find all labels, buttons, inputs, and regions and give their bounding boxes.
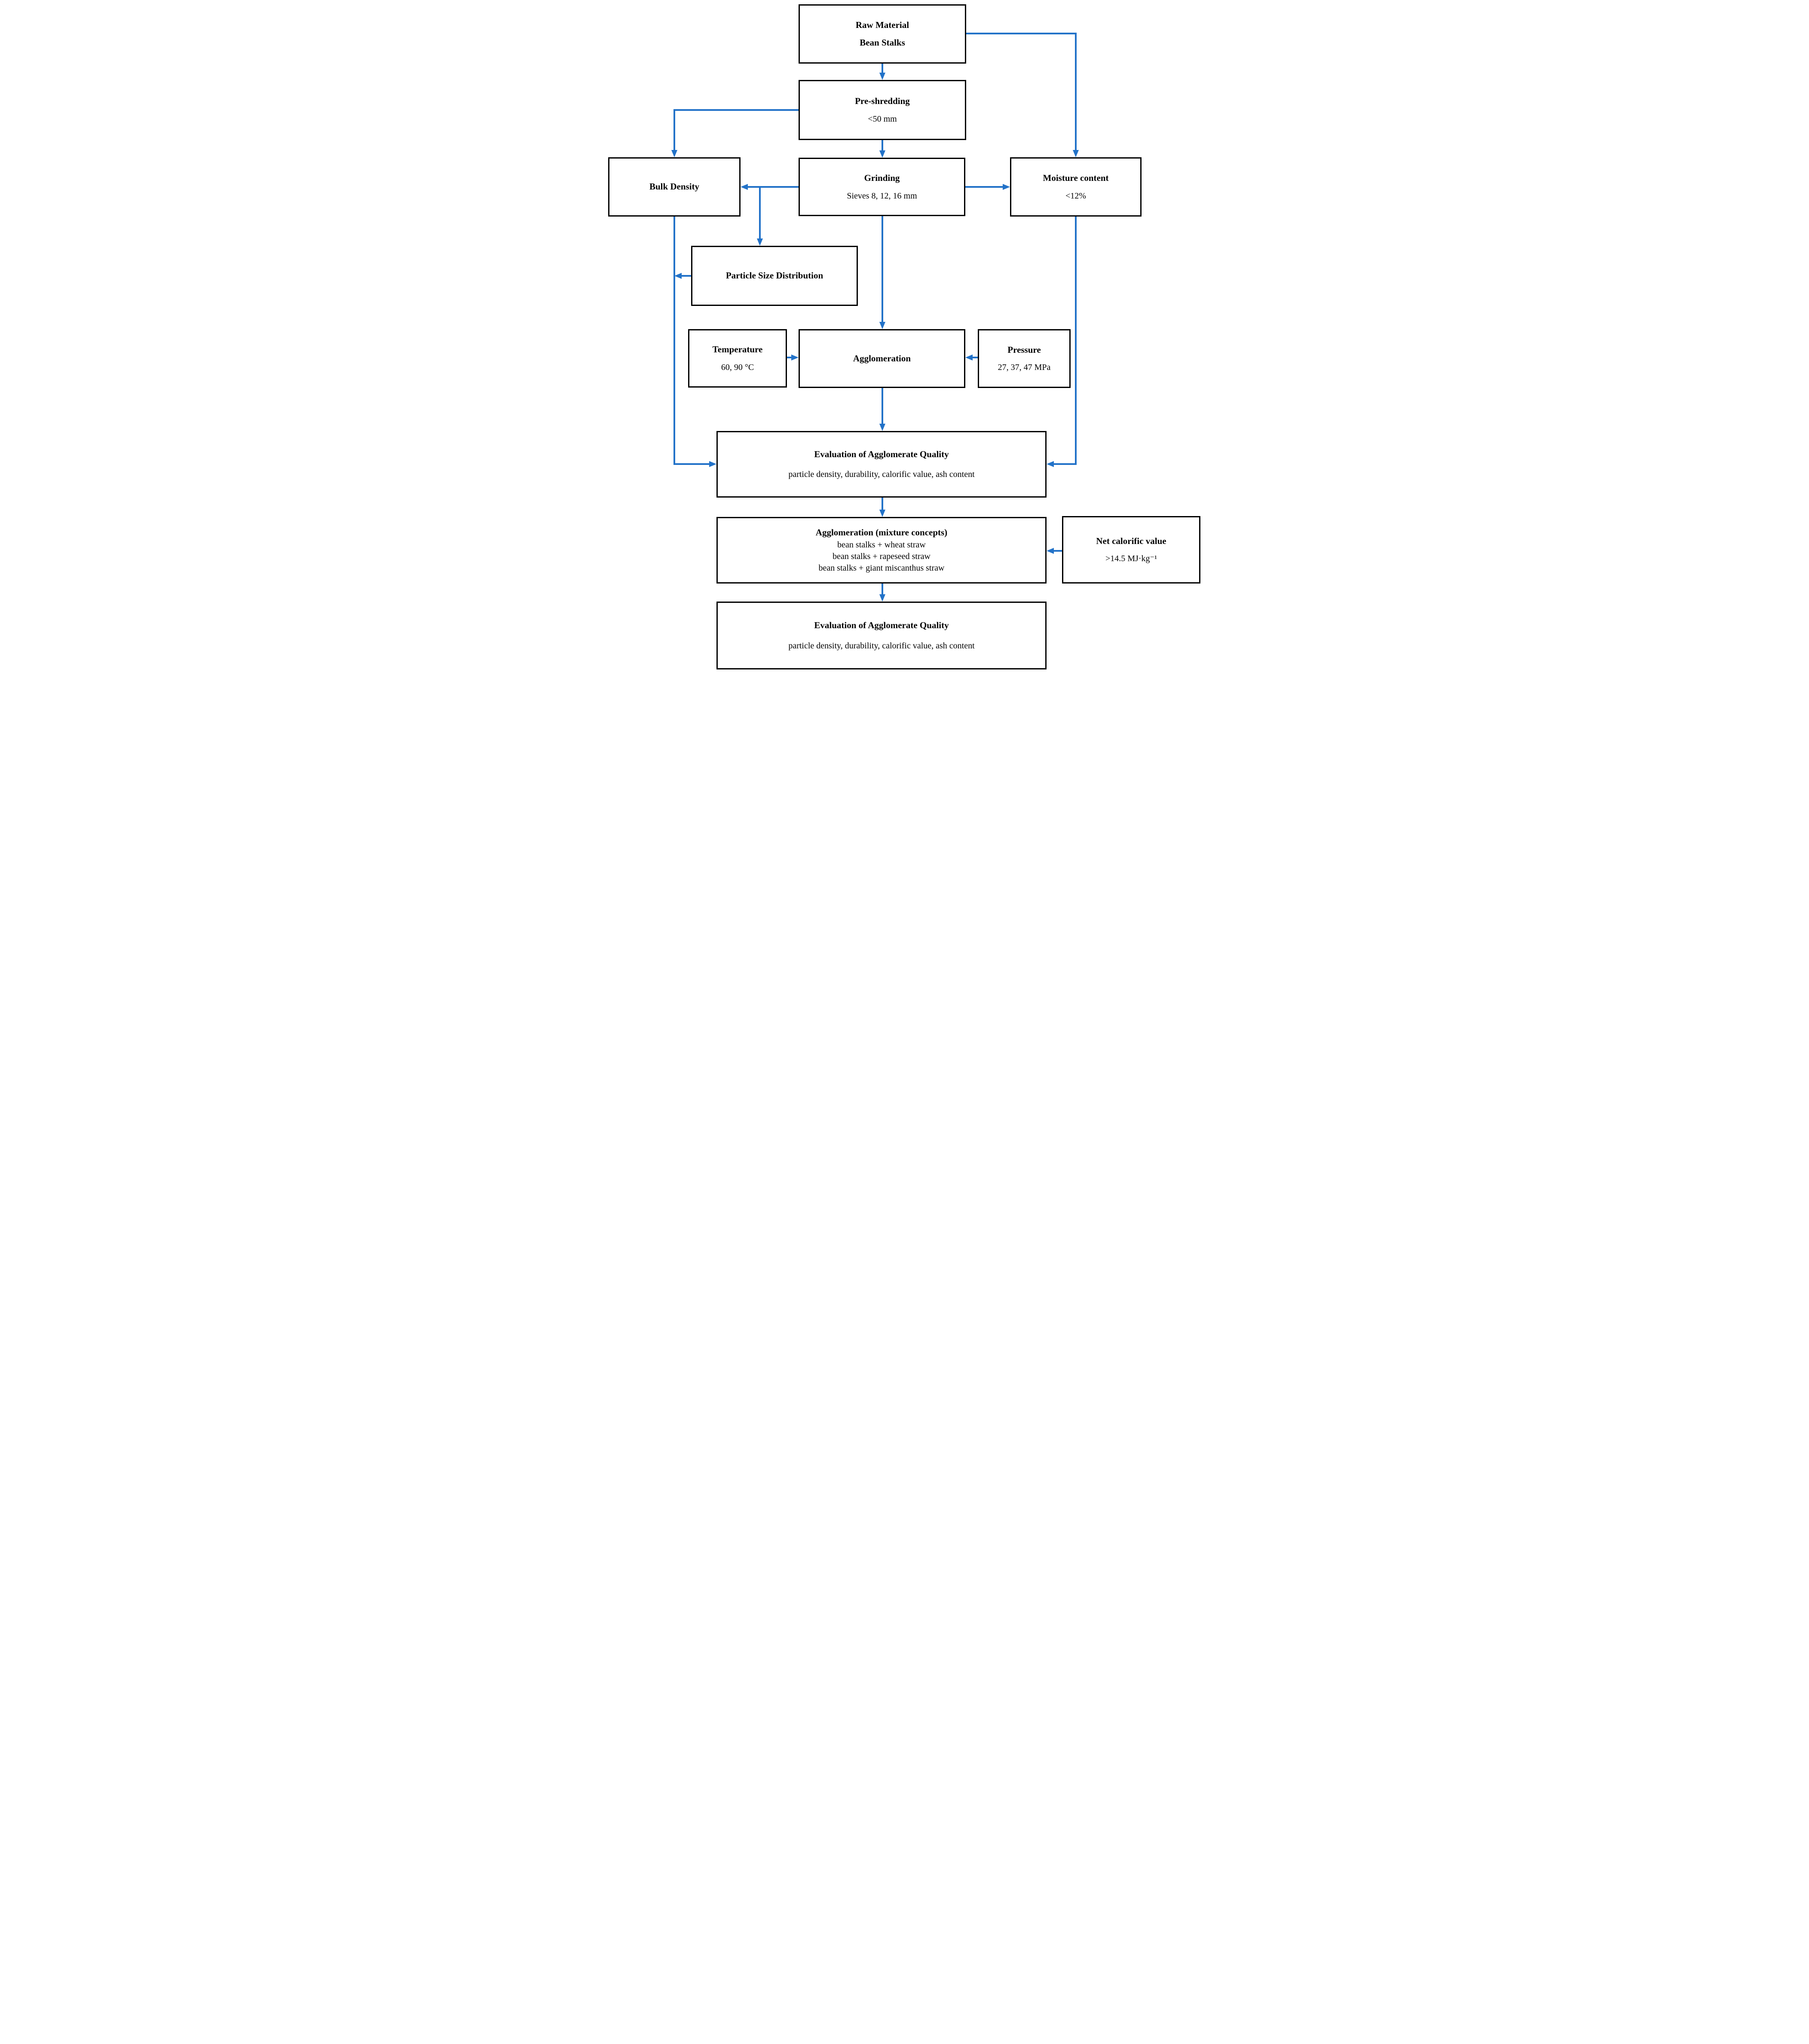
arrowhead-grinding-to-moisture bbox=[1003, 184, 1010, 190]
node-title: Net calorific value bbox=[1096, 535, 1166, 546]
node-title: Particle Size Distribution bbox=[725, 270, 823, 281]
node-title: Bulk Density bbox=[649, 181, 700, 192]
node-title: Raw Material bbox=[855, 19, 909, 30]
node-evaluation-quality-1: Evaluation of Agglomerate Quality partic… bbox=[716, 431, 1047, 498]
arrowhead-temperature-to-agglomeration bbox=[791, 354, 799, 361]
node-title: Temperature bbox=[712, 344, 763, 355]
node-temperature: Temperature 60, 90 °C bbox=[688, 329, 787, 388]
arrow-preshredding-to-bulk-v bbox=[673, 109, 675, 150]
node-bulk-density: Bulk Density bbox=[608, 157, 741, 217]
arrow-eval1-to-mixture bbox=[882, 498, 883, 510]
node-pre-shredding: Pre-shredding <50 mm bbox=[799, 80, 966, 140]
node-subtitle: particle density, durability, calorific … bbox=[788, 470, 975, 480]
arrow-grinding-to-agglomeration bbox=[882, 216, 883, 322]
arrowhead-raw-to-preshredding bbox=[879, 73, 885, 80]
node-title: Moisture content bbox=[1043, 173, 1109, 183]
arrow-raw-to-moisture-h bbox=[966, 33, 1077, 34]
node-subtitle: Bean Stalks bbox=[860, 37, 905, 48]
node-agglomeration-mixture-concepts: Agglomeration (mixture concepts) bean st… bbox=[716, 517, 1047, 584]
arrow-preshredding-to-bulk-h bbox=[674, 109, 799, 111]
arrowhead-pressure-to-agglomeration bbox=[965, 354, 973, 361]
arrowhead-agglomeration-to-eval1 bbox=[879, 424, 885, 431]
node-pressure: Pressure 27, 37, 47 MPa bbox=[978, 329, 1071, 388]
node-grinding: Grinding Sieves 8, 12, 16 mm bbox=[799, 158, 965, 216]
node-title: Agglomeration (mixture concepts) bbox=[815, 527, 948, 538]
arrow-moisture-to-eval1-h bbox=[1054, 463, 1077, 465]
node-title: Grinding bbox=[864, 173, 900, 183]
arrowhead-grinding-to-agglomeration bbox=[879, 322, 885, 329]
arrow-bulk-to-eval1-v bbox=[673, 217, 675, 465]
arrow-moisture-to-eval1-v bbox=[1075, 217, 1077, 465]
node-net-calorific-value: Net calorific value >14.5 MJ·kg⁻¹ bbox=[1062, 516, 1200, 584]
arrowhead-psd-to-bulk bbox=[674, 273, 682, 279]
node-subtitle: >14.5 MJ·kg⁻¹ bbox=[1105, 554, 1157, 564]
arrowhead-eval1-to-mixture bbox=[879, 510, 885, 517]
arrow-preshredding-to-grinding bbox=[882, 140, 883, 150]
arrowhead-preshredding-to-bulk bbox=[671, 150, 677, 157]
arrow-pressure-to-agglomeration bbox=[973, 357, 978, 358]
arrowhead-grinding-to-bulk bbox=[741, 184, 748, 190]
node-title: Pre-shredding bbox=[855, 96, 910, 107]
node-evaluation-quality-2: Evaluation of Agglomerate Quality partic… bbox=[716, 602, 1047, 669]
arrow-temperature-to-agglomeration bbox=[787, 357, 791, 358]
node-subtitle: <12% bbox=[1065, 191, 1086, 201]
arrow-grinding-to-psd bbox=[759, 186, 761, 238]
flowchart-canvas: Raw Material Bean Stalks Pre-shredding <… bbox=[603, 0, 1206, 681]
node-raw-material: Raw Material Bean Stalks bbox=[799, 4, 966, 64]
mixture-line-1: bean stalks + wheat straw bbox=[837, 540, 926, 550]
node-particle-size-distribution: Particle Size Distribution bbox=[691, 246, 858, 306]
node-agglomeration: Agglomeration bbox=[799, 329, 965, 388]
node-title: Evaluation of Agglomerate Quality bbox=[814, 449, 949, 459]
arrowhead-bulk-to-eval1 bbox=[709, 461, 716, 467]
arrow-bulk-to-eval1-h bbox=[674, 463, 709, 465]
node-subtitle: Sieves 8, 12, 16 mm bbox=[847, 191, 917, 201]
node-subtitle: 60, 90 °C bbox=[721, 362, 754, 372]
node-subtitle: <50 mm bbox=[868, 114, 897, 124]
arrow-agglomeration-to-eval1 bbox=[882, 388, 883, 424]
node-subtitle: particle density, durability, calorific … bbox=[788, 641, 975, 651]
arrow-grinding-to-bulk bbox=[748, 186, 799, 188]
node-title: Pressure bbox=[1007, 344, 1041, 355]
node-subtitle: 27, 37, 47 MPa bbox=[998, 363, 1051, 373]
mixture-line-2: bean stalks + rapeseed straw bbox=[833, 551, 931, 561]
arrowhead-preshredding-to-grinding bbox=[879, 150, 885, 158]
arrowhead-grinding-to-psd bbox=[757, 238, 763, 246]
node-title: Agglomeration bbox=[853, 353, 911, 364]
arrowhead-moisture-to-eval1 bbox=[1047, 461, 1054, 467]
arrow-grinding-to-moisture bbox=[965, 186, 1003, 188]
node-title: Evaluation of Agglomerate Quality bbox=[814, 620, 949, 631]
mixture-line-3: bean stalks + giant miscanthus straw bbox=[818, 563, 945, 573]
arrowhead-ncv-to-mixture bbox=[1047, 548, 1054, 554]
arrow-raw-to-preshredding bbox=[882, 64, 883, 73]
arrow-ncv-to-mixture bbox=[1054, 550, 1062, 552]
arrow-mixture-to-eval2 bbox=[882, 584, 883, 594]
arrow-raw-to-moisture-v bbox=[1075, 33, 1077, 150]
node-moisture-content: Moisture content <12% bbox=[1010, 157, 1142, 217]
arrow-psd-to-bulk bbox=[682, 275, 691, 277]
arrowhead-mixture-to-eval2 bbox=[879, 594, 885, 602]
arrowhead-raw-to-moisture bbox=[1073, 150, 1079, 157]
